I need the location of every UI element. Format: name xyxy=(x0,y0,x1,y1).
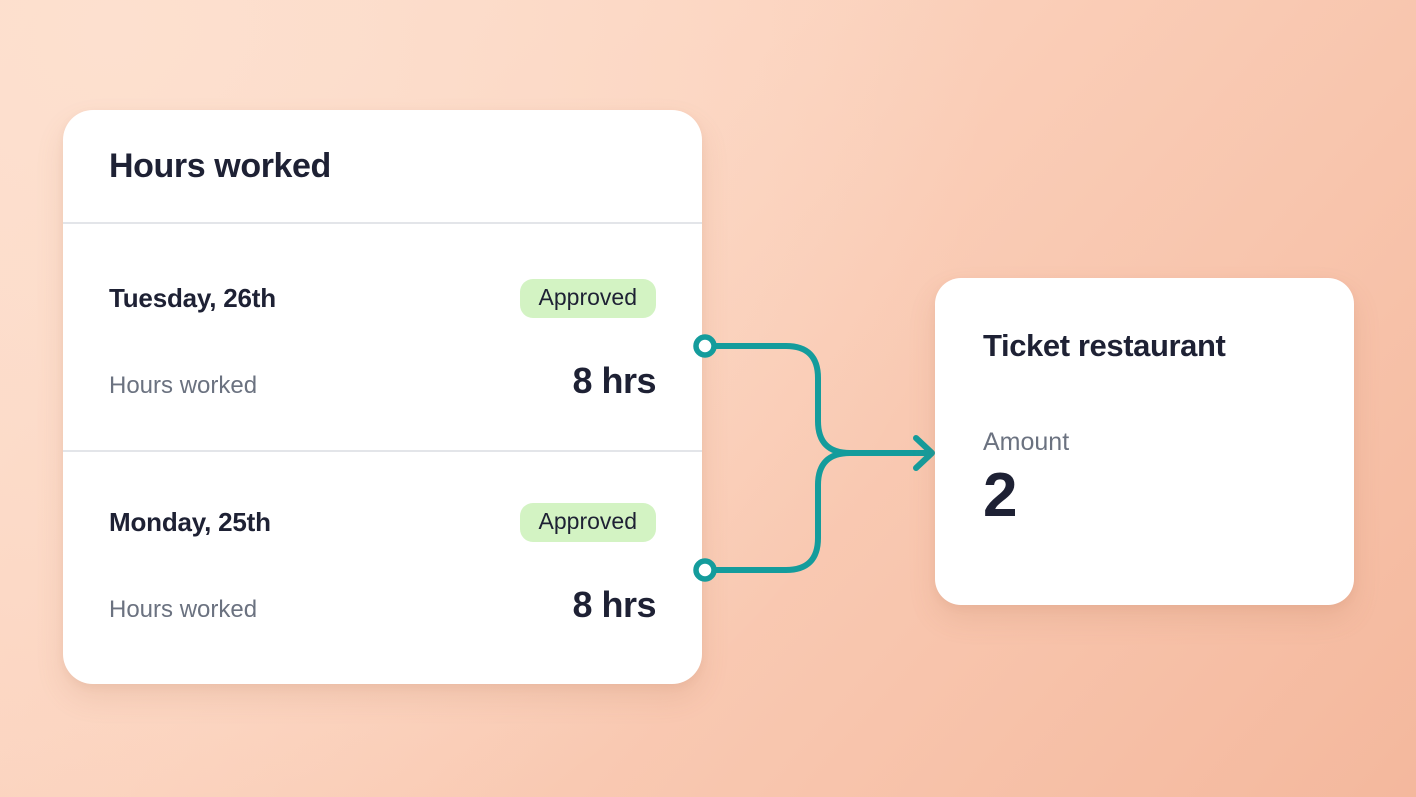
day-entry-metric: Hours worked 8 hrs xyxy=(109,360,656,402)
connector-path-top xyxy=(710,343,933,456)
divider-header xyxy=(63,222,702,224)
status-badge: Approved xyxy=(519,502,656,542)
metric-label: Hours worked xyxy=(109,372,258,399)
ticket-restaurant-title: Ticket restaurant xyxy=(983,328,1226,363)
ticket-restaurant-card: Ticket restaurant Amount 2 xyxy=(935,278,1354,605)
metric-value: 8 hrs xyxy=(572,360,656,401)
arrow-right-icon xyxy=(913,435,935,471)
metric-value: 8 hrs xyxy=(572,584,656,625)
hours-worked-card-header: Hours worked xyxy=(63,110,702,222)
day-entry-header: Monday, 25th Approved xyxy=(109,500,656,544)
connector-path-bottom xyxy=(710,450,933,573)
amount-label: Amount xyxy=(983,428,1070,456)
divider-between-days xyxy=(63,450,702,452)
metric-label: Hours worked xyxy=(109,596,258,623)
hours-worked-card: Hours worked Tuesday, 26th Approved Hour… xyxy=(63,110,702,684)
status-badge: Approved xyxy=(519,278,656,318)
amount-value: 2 xyxy=(983,461,1017,530)
day-entry-monday[interactable]: Monday, 25th Approved Hours worked 8 hrs xyxy=(63,452,702,678)
day-entry-header: Tuesday, 26th Approved xyxy=(109,276,656,320)
page-title: Hours worked xyxy=(109,146,331,185)
day-entry-tuesday[interactable]: Tuesday, 26th Approved Hours worked 8 hr… xyxy=(63,224,702,450)
day-date-label: Monday, 25th xyxy=(109,506,271,537)
day-entry-metric: Hours worked 8 hrs xyxy=(109,584,656,626)
day-date-label: Tuesday, 26th xyxy=(109,282,276,313)
